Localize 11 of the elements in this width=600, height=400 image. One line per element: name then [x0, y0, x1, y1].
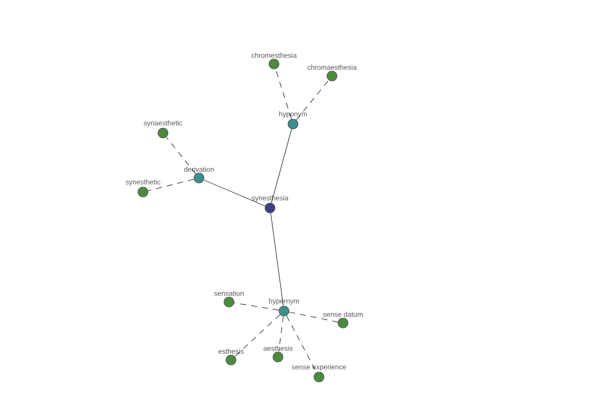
connector-line: [271, 128, 292, 204]
connector-line: [275, 68, 292, 120]
connector-line: [270, 213, 284, 306]
connector-line: [278, 316, 284, 352]
connector-line: [296, 80, 329, 120]
connector-line: [234, 302, 280, 310]
connector-line: [148, 179, 194, 191]
connector-line: [234, 314, 280, 357]
connector-line: [204, 180, 266, 206]
connector-line: [288, 312, 338, 322]
connector-line: [166, 136, 196, 174]
